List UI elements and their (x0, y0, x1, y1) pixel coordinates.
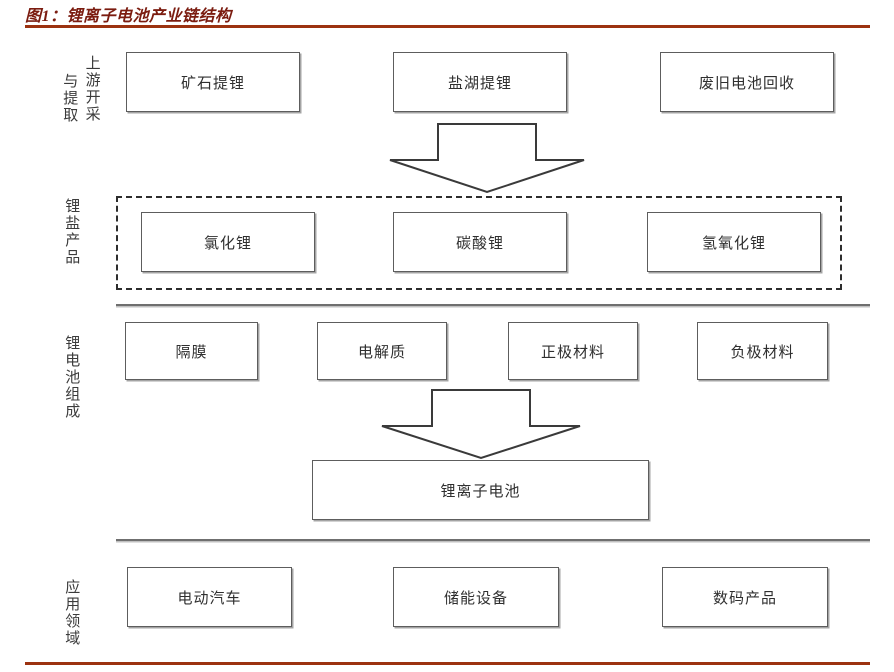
row-label-upstream-line2: 与提取 (61, 73, 78, 124)
node-energy-storage[interactable]: 储能设备 (393, 567, 559, 627)
node-lithium-carbonate[interactable]: 碳酸锂 (393, 212, 567, 272)
node-ore-lithium-extraction[interactable]: 矿石提锂 (126, 52, 300, 112)
diagram-stage: 上游开采 与提取 矿石提锂 盐湖提锂 废旧电池回收 锂盐产品 氯化锂 碳酸锂 氢… (0, 30, 894, 660)
title-underline-rule (25, 25, 870, 28)
node-lithium-chloride[interactable]: 氯化锂 (141, 212, 315, 272)
node-electric-vehicles[interactable]: 电动汽车 (127, 567, 292, 627)
row-label-cell-components: 锂电池组成 (62, 335, 80, 420)
node-separator[interactable]: 隔膜 (125, 322, 258, 380)
row-label-salt-products: 锂盐产品 (62, 198, 80, 266)
row-label-upstream-line1: 上游开采 (83, 55, 100, 123)
row-label-applications-text: 应用领域 (63, 579, 80, 647)
row-label-salt-products-text: 锂盐产品 (63, 198, 80, 266)
figure-title: 图1：锂离子电池产业链结构 (25, 8, 232, 25)
row-label-applications: 应用领域 (62, 579, 80, 647)
arrow-components-to-battery (380, 388, 582, 460)
node-cathode-material[interactable]: 正极材料 (508, 322, 638, 380)
node-lithium-hydroxide[interactable]: 氢氧化锂 (647, 212, 821, 272)
node-spent-battery-recycling[interactable]: 废旧电池回收 (660, 52, 834, 112)
arrow-upstream-to-salt (388, 122, 586, 194)
row-label-upstream: 上游开采 与提取 (60, 55, 101, 124)
node-lithium-ion-battery[interactable]: 锂离子电池 (312, 460, 649, 520)
row-label-cell-components-text: 锂电池组成 (63, 335, 80, 420)
figure-bottom-rule (25, 662, 870, 665)
divider-battery-to-applications (116, 539, 870, 541)
node-brine-lithium-extraction[interactable]: 盐湖提锂 (393, 52, 567, 112)
node-anode-material[interactable]: 负极材料 (697, 322, 828, 380)
node-digital-products[interactable]: 数码产品 (662, 567, 828, 627)
divider-salt-to-components (116, 304, 870, 306)
node-electrolyte[interactable]: 电解质 (317, 322, 447, 380)
salt-products-group-outline (116, 196, 842, 290)
